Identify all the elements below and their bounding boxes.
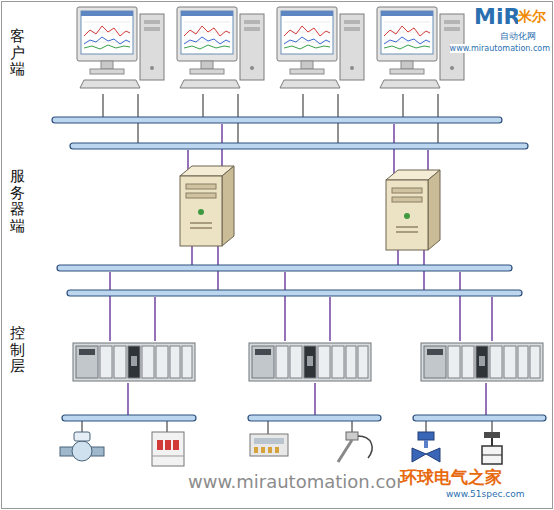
- network-bus: [52, 117, 546, 421]
- client-computer: [277, 7, 364, 88]
- io-module: [250, 434, 288, 456]
- server-box: [180, 166, 234, 246]
- layer-label: 客户端: [10, 28, 25, 78]
- gate-valve: [482, 432, 502, 464]
- plc-rack: [421, 343, 543, 381]
- watermark-url: www.mirautomation.com: [188, 472, 414, 493]
- watermark-url: www.mirautomation.com: [450, 44, 550, 53]
- server-box: [386, 170, 440, 250]
- client-computer: [177, 7, 264, 88]
- flow-meter: [60, 432, 104, 461]
- control-valve: [412, 432, 440, 462]
- circuit-breaker: [152, 432, 184, 466]
- temperature-sensor: [338, 432, 372, 462]
- watermark-text: 自动化网: [500, 31, 536, 41]
- layer-label: 控制层: [10, 325, 25, 375]
- client-computer: [77, 7, 164, 88]
- layer-label: 服务器端: [10, 168, 25, 234]
- watermark-text: 环球电气之家: [400, 468, 502, 488]
- plc-rack: [73, 343, 195, 381]
- plc-rack: [249, 343, 371, 381]
- watermark-url: www.51spec.com: [446, 489, 525, 499]
- watermark-logo: 米尔: [518, 8, 546, 24]
- watermark-logo: MiR: [474, 4, 520, 29]
